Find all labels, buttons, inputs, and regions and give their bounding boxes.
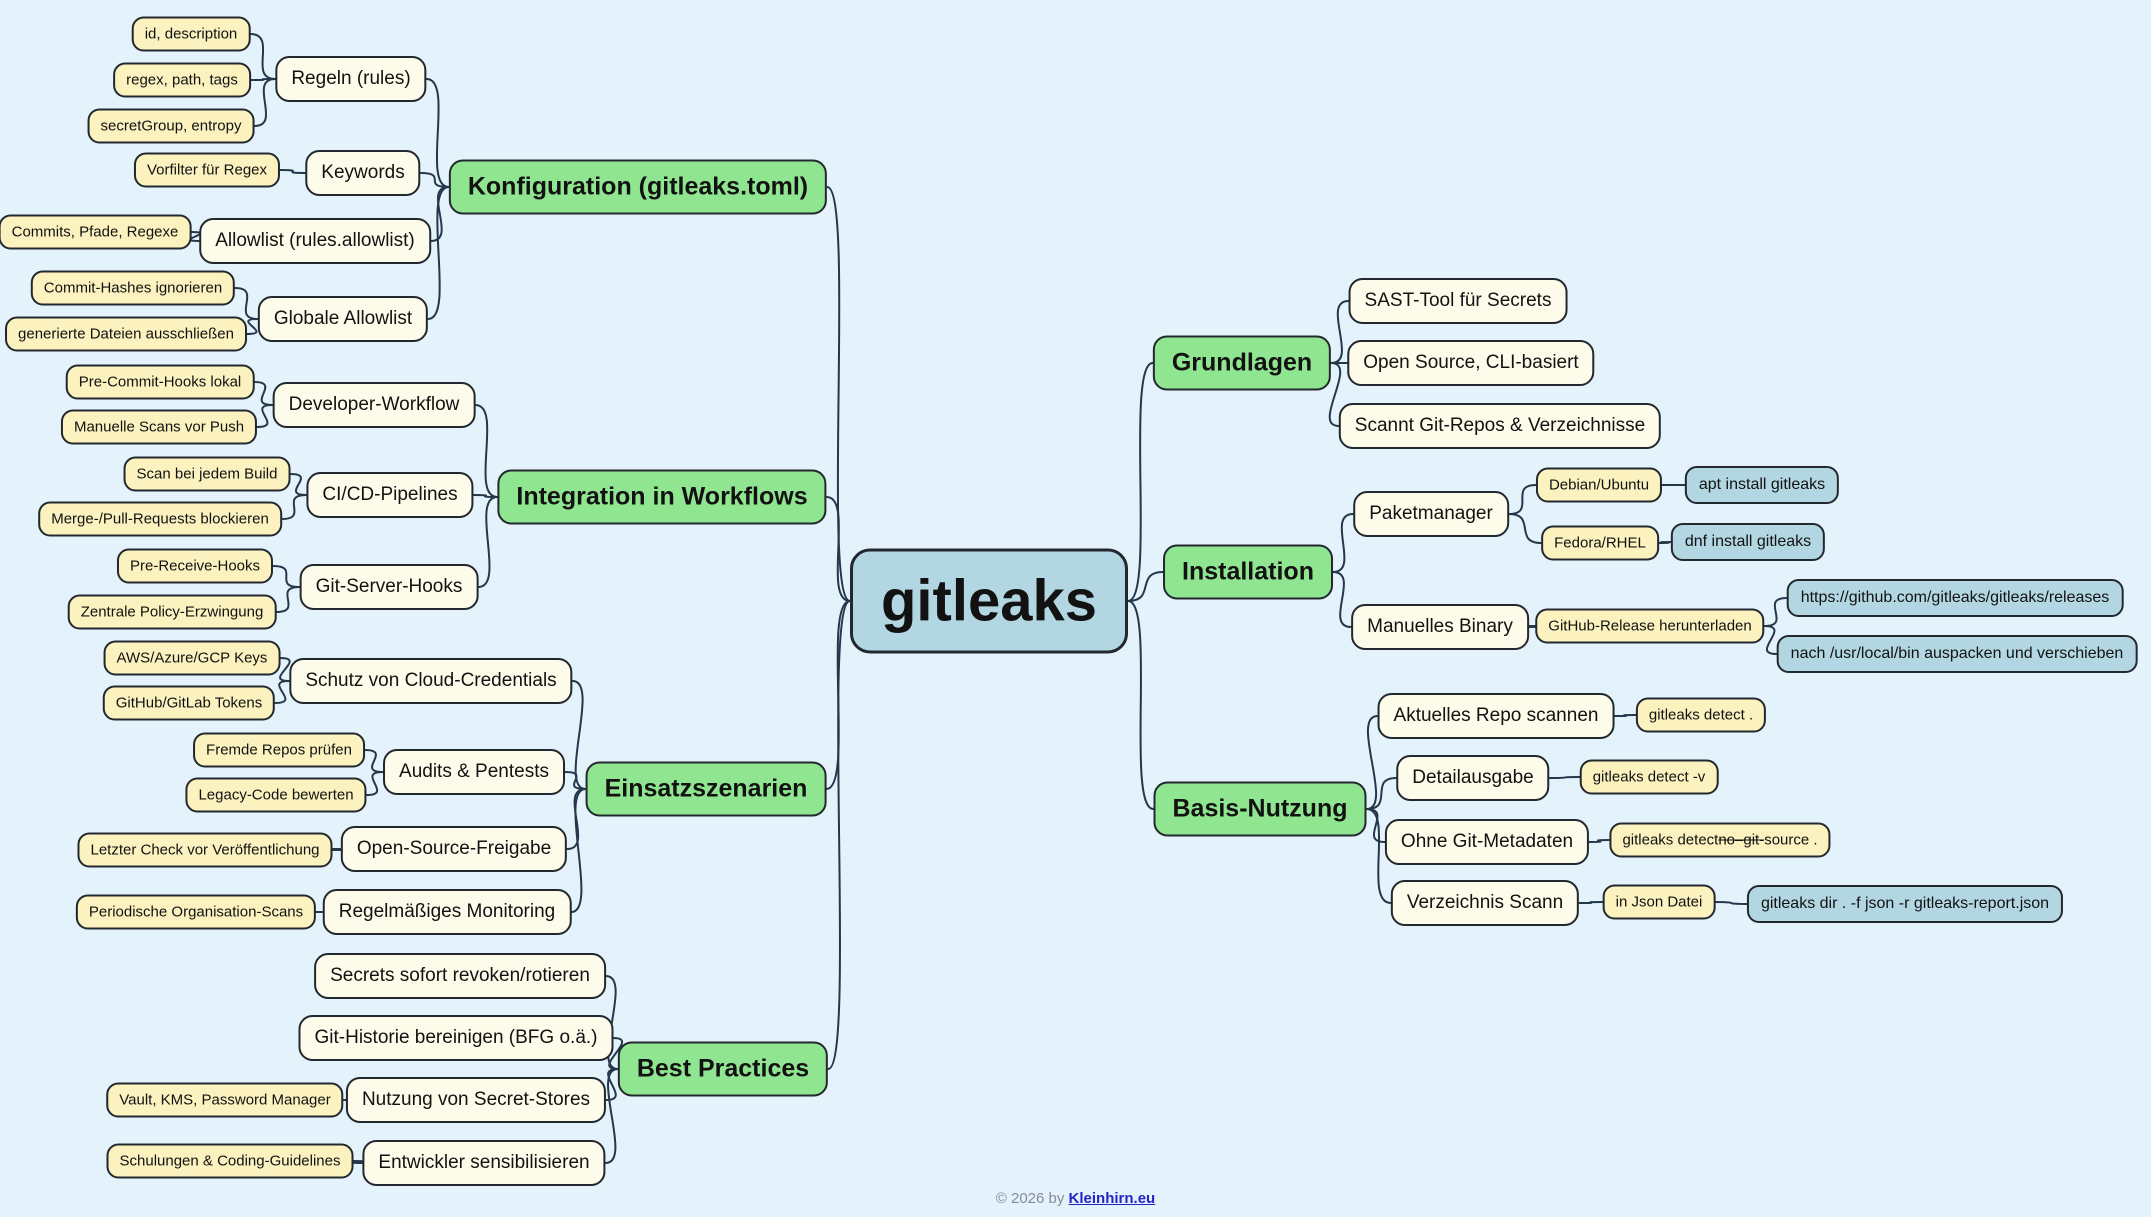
node-vault-kms: Vault, KMS, Password Manager (106, 1082, 344, 1118)
node-installation: Installation (1163, 544, 1333, 600)
command-prefix: gitleaks detect (1622, 831, 1719, 849)
node-debian-ubuntu: Debian/Ubuntu (1535, 467, 1663, 503)
node-commit-hashes-ignorieren: Commit-Hashes ignorieren (30, 270, 236, 306)
node-merge-pull-blockieren: Merge-/Pull-Requests blockieren (38, 501, 282, 537)
node-periodische-scans: Periodische Organisation-Scans (75, 894, 317, 930)
command-struck-text: no–git- (1718, 831, 1765, 849)
node-open-source-cli: Open Source, CLI-basiert (1347, 340, 1595, 386)
node-best-practices: Best Practices (617, 1041, 829, 1097)
kleinhirn-link[interactable]: Kleinhirn.eu (1068, 1190, 1156, 1207)
node-verzeichnis-scann: Verzeichnis Scann (1390, 880, 1580, 926)
node-zentrale-policy: Zentrale Policy-Erzwingung (67, 594, 277, 630)
node-manuelles-binary: Manuelles Binary (1351, 604, 1529, 650)
node-einsatzszenarien: Einsatzszenarien (585, 761, 827, 817)
node-paketmanager: Paketmanager (1353, 491, 1509, 537)
node-gitleaks-detect-v-command: gitleaks detect -v (1579, 759, 1719, 795)
node-aws-azure-gcp-keys: AWS/Azure/GCP Keys (103, 640, 281, 676)
node-sast-tool: SAST-Tool für Secrets (1348, 278, 1568, 324)
node-schulungen-guidelines: Schulungen & Coding-Guidelines (106, 1143, 354, 1179)
node-konfiguration: Konfiguration (gitleaks.toml) (448, 159, 828, 215)
node-dnf-install-command: dnf install gitleaks (1670, 523, 1826, 561)
node-legacy-code: Legacy-Code bewerten (185, 777, 367, 813)
node-fedora-rhel: Fedora/RHEL (1541, 525, 1659, 561)
node-github-releases-url: https://github.com/gitleaks/gitleaks/rel… (1786, 579, 2124, 617)
node-in-json-datei: in Json Datei (1602, 884, 1716, 920)
node-basis-nutzung: Basis-Nutzung (1153, 781, 1367, 837)
node-fremde-repos: Fremde Repos prüfen (193, 732, 365, 768)
node-audits-pentests: Audits & Pentests (383, 749, 565, 795)
node-git-historie-bereinigen: Git-Historie bereinigen (BFG o.ä.) (298, 1015, 614, 1061)
node-gitleaks-root: gitleaks (850, 548, 1128, 654)
copyright-text: © 2026 by (995, 1190, 1069, 1207)
node-detailausgabe: Detailausgabe (1396, 755, 1550, 801)
node-commits-pfade-regexe: Commits, Pfade, Regexe (0, 214, 192, 250)
node-vorfilter-regex: Vorfilter für Regex (133, 152, 281, 188)
node-open-source-freigabe: Open-Source-Freigabe (340, 826, 568, 872)
command-suffix: source . (1764, 831, 1818, 849)
node-keywords: Keywords (305, 150, 421, 196)
node-regelmassiges-monitoring: Regelmäßiges Monitoring (322, 889, 572, 935)
node-entwickler-sensibilisieren: Entwickler sensibilisieren (362, 1140, 606, 1186)
node-git-server-hooks: Git-Server-Hooks (299, 564, 479, 610)
node-schutz-cloud-credentials: Schutz von Cloud-Credentials (289, 658, 573, 704)
node-gitleaks-detect-nogit-command: gitleaks detect no–git-source . (1609, 822, 1831, 858)
node-pre-commit-hooks: Pre-Commit-Hooks lokal (65, 364, 255, 400)
node-scannt-git-repos: Scannt Git-Repos & Verzeichnisse (1338, 403, 1662, 449)
node-allowlist-rules: Allowlist (rules.allowlist) (199, 218, 431, 264)
node-secrets-revoken: Secrets sofort revoken/rotieren (314, 953, 606, 999)
node-regex-path-tags: regex, path, tags (113, 62, 251, 98)
node-gitleaks-dir-report-command: gitleaks dir . -f json -r gitleaks-repor… (1746, 885, 2064, 923)
node-gitleaks-detect-command: gitleaks detect . (1635, 697, 1767, 733)
node-globale-allowlist: Globale Allowlist (257, 296, 429, 342)
node-ohne-git-metadaten: Ohne Git-Metadaten (1384, 819, 1590, 865)
node-apt-install-command: apt install gitleaks (1684, 466, 1840, 504)
node-grundlagen: Grundlagen (1152, 335, 1332, 391)
node-pre-receive-hooks: Pre-Receive-Hooks (116, 548, 274, 584)
node-regeln-rules: Regeln (rules) (275, 56, 427, 102)
node-id-description: id, description (131, 16, 251, 52)
node-github-gitlab-tokens: GitHub/GitLab Tokens (102, 685, 276, 721)
node-cicd-pipelines: CI/CD-Pipelines (306, 472, 474, 518)
footer-copyright: © 2026 by Kleinhirn.eu (996, 1190, 1155, 1207)
node-manuelle-scans: Manuelle Scans vor Push (60, 409, 258, 445)
node-secretgroup-entropy: secretGroup, entropy (87, 108, 255, 144)
node-aktuelles-repo-scannen: Aktuelles Repo scannen (1377, 693, 1615, 739)
node-generierte-dateien: generierte Dateien ausschließen (5, 316, 247, 352)
node-letzter-check: Letzter Check vor Veröffentlichung (77, 832, 333, 868)
node-github-release-herunterladen: GitHub-Release herunterladen (1535, 608, 1765, 644)
node-usr-local-bin: nach /usr/local/bin auspacken und versch… (1776, 635, 2138, 673)
node-secret-stores: Nutzung von Secret-Stores (345, 1077, 607, 1123)
node-scan-bei-build: Scan bei jedem Build (123, 456, 291, 492)
node-integration-workflows: Integration in Workflows (497, 469, 827, 525)
node-developer-workflow: Developer-Workflow (272, 382, 476, 428)
